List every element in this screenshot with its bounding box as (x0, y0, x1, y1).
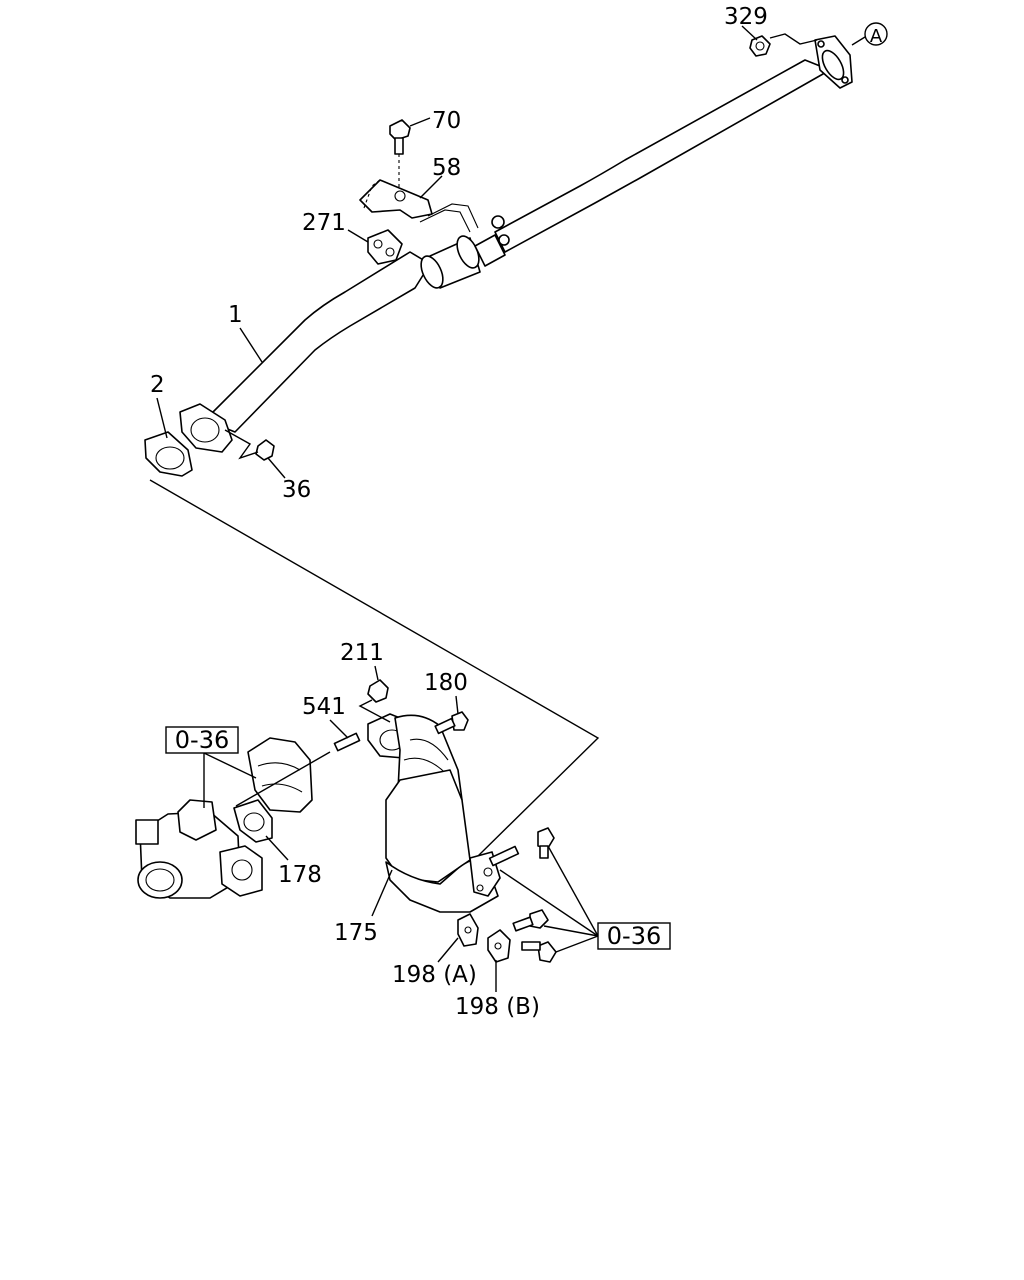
ref-box-right: 0-36 (597, 922, 671, 950)
callout-329: 329 (724, 4, 768, 30)
gasket-178 (233, 799, 273, 843)
bracket-198a (457, 913, 479, 947)
callout-198a: 198 (A) (392, 962, 477, 988)
front-exhaust-pipe (204, 59, 831, 433)
rear-flange (814, 35, 853, 89)
callout-211: 211 (340, 640, 384, 666)
bracket-58 (359, 179, 433, 219)
nut-36 (255, 439, 275, 461)
callout-2: 2 (150, 372, 165, 398)
heat-shield (247, 737, 313, 813)
turbocharger (135, 799, 263, 899)
bolt-long (488, 845, 520, 867)
front-flange (179, 403, 233, 453)
callout-178: 178 (278, 862, 322, 888)
nut-211 (367, 679, 389, 703)
callout-541: 541 (302, 694, 346, 720)
svg-text:A: A (870, 26, 883, 47)
bolt-180 (434, 711, 469, 735)
bolt-upper (537, 827, 555, 859)
bolt-70 (389, 119, 411, 155)
callout-198b: 198 (B) (455, 994, 540, 1020)
callout-271: 271 (302, 210, 346, 236)
catalytic-converter-175 (367, 713, 501, 913)
svg-text:0-36: 0-36 (175, 726, 229, 754)
bolt-lower (521, 941, 557, 963)
callout-70: 70 (432, 108, 461, 134)
svg-text:0-36: 0-36 (607, 922, 661, 950)
gasket-2 (144, 431, 193, 477)
callout-180: 180 (424, 670, 468, 696)
rubber-mount-271 (367, 229, 403, 265)
stud-541 (333, 732, 361, 752)
callout-175: 175 (334, 920, 378, 946)
callout-36: 36 (282, 477, 311, 503)
nut-329 (749, 35, 771, 57)
bolt-middle (512, 909, 549, 932)
bracket-198b (487, 929, 511, 963)
ref-box-left: 0-36 (165, 726, 239, 754)
callout-1: 1 (228, 302, 243, 328)
callout-58: 58 (432, 155, 461, 181)
view-marker-a: A (864, 22, 888, 47)
